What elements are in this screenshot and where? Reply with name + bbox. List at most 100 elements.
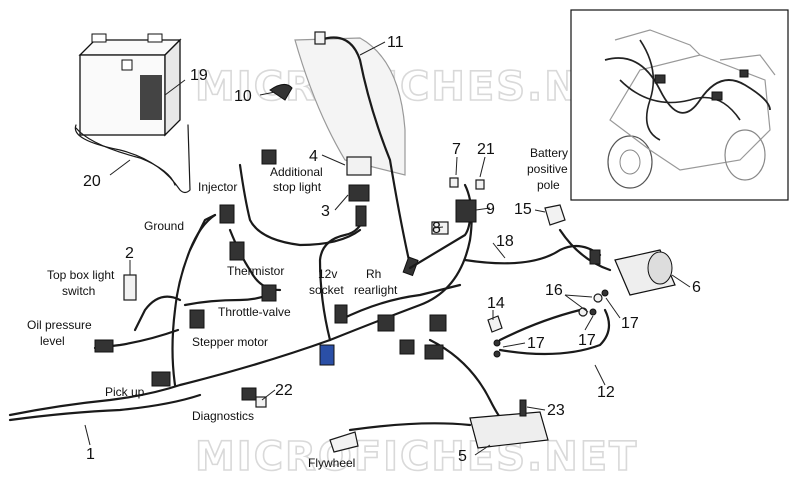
wire-battery-pole [558, 228, 612, 272]
label-17b: 17 [578, 332, 596, 349]
connectors [94, 149, 676, 453]
label-8: 8 [432, 220, 441, 237]
wire-injector [188, 213, 217, 252]
label-10: 10 [234, 88, 252, 105]
label-11: 11 [387, 34, 404, 51]
caption-injector: Injector [198, 180, 237, 194]
wire-16 [498, 308, 582, 342]
label-19: 19 [190, 67, 208, 84]
label-6: 6 [692, 279, 701, 296]
thermistor-plug [229, 241, 245, 261]
watermark-top: MICROFICHES.NET [195, 64, 638, 110]
starter-relay-cap [647, 251, 673, 285]
label-17a: 17 [621, 315, 639, 332]
label-14: 14 [487, 295, 505, 312]
washer-17c [493, 339, 501, 347]
plug-mid [429, 314, 447, 332]
caption-additional-stop-light-1: Additional [270, 165, 323, 179]
throttle-valve-plug [261, 284, 277, 302]
caption-12v-1: 12v [318, 267, 337, 281]
nut-17 [601, 289, 609, 297]
socket-12v-plug [334, 304, 348, 324]
label-23: 23 [547, 402, 565, 419]
label-12: 12 [597, 384, 615, 401]
label-21: 21 [477, 141, 495, 158]
wire-8 [408, 213, 472, 270]
oil-pressure-sensor [94, 339, 114, 353]
caption-additional-stop-light-2: stop light [273, 180, 322, 194]
rearlight-connector [402, 256, 419, 277]
wire-stop-light [238, 163, 362, 247]
label-20: 20 [83, 173, 101, 190]
caption-throttle-valve: Throttle-valve [218, 305, 291, 319]
bolt-23 [519, 399, 527, 417]
bulb-10 [269, 84, 293, 101]
pick-up-plug [151, 371, 171, 387]
fuse-7 [449, 177, 459, 188]
caption-top-box-2: switch [62, 284, 95, 298]
fuse-holder-9 [455, 199, 477, 223]
label-3: 3 [321, 203, 330, 220]
wire-12 [498, 308, 611, 356]
battery-cable-2 [75, 127, 176, 186]
wire-12v [318, 213, 367, 342]
clamp-8 [431, 221, 449, 235]
relay-4 [346, 156, 372, 176]
terminal-14 [487, 315, 503, 333]
label-15: 15 [514, 201, 532, 218]
caption-battery-pole-3: pole [537, 178, 560, 192]
wire-18 [463, 244, 602, 265]
starter-plug [589, 249, 601, 265]
label-22: 22 [275, 382, 293, 399]
caption-oil-pressure-2: level [40, 334, 65, 348]
diagnostics-cap-22 [255, 396, 267, 408]
label-4: 4 [309, 148, 318, 165]
wire-top-box [133, 295, 182, 332]
wire-rh-rearlight [338, 283, 462, 322]
caption-rh-rearlight-1: Rh [366, 267, 381, 281]
label-5: 5 [458, 448, 467, 465]
relay-socket-3 [348, 184, 370, 202]
label-9: 9 [486, 201, 495, 218]
regulator-5 [469, 411, 549, 449]
fuse-21 [475, 179, 485, 190]
top-box-switch [123, 274, 137, 301]
caption-pick-up: Pick up [105, 385, 145, 399]
plate-light-connector [314, 31, 326, 45]
harness-branch-left [8, 393, 202, 422]
relay-socket-base [355, 205, 367, 227]
caption-flywheel: Flywheel [308, 456, 355, 470]
rearlight-plug [377, 314, 395, 332]
caption-oil-pressure-1: Oil pressure [27, 318, 92, 332]
wire-oil-pressure [93, 328, 180, 350]
battery-clamp-15 [544, 204, 566, 226]
label-1: 1 [86, 446, 95, 463]
plug-low-2 [424, 344, 444, 360]
caption-battery-pole-2: positive [527, 162, 568, 176]
license-plate-bracket [294, 37, 406, 176]
wire-throttle [183, 293, 270, 307]
stop-light-plug [261, 149, 277, 165]
wire-11 [318, 36, 412, 267]
stepper-motor-plug [189, 309, 205, 329]
diagnostics-plug [241, 387, 257, 401]
nut-17c [493, 350, 501, 358]
flywheel-plug [329, 431, 359, 453]
label-17c: 17 [527, 335, 545, 352]
caption-ground: Ground [144, 219, 184, 233]
caption-top-box-1: Top box light [47, 268, 115, 282]
label-7: 7 [452, 141, 461, 158]
label-2: 2 [125, 245, 134, 262]
caption-thermistor: Thermistor [227, 264, 284, 278]
injector-plug [219, 204, 235, 224]
caption-12v-2: socket [309, 283, 344, 297]
caption-diagnostics: Diagnostics [192, 409, 254, 423]
washer-16b [578, 307, 588, 317]
wire-flywheel [348, 422, 472, 432]
plug-low [399, 339, 415, 355]
nut-17b [589, 308, 597, 316]
caption-stepper-motor: Stepper motor [192, 335, 268, 349]
label-16: 16 [545, 282, 563, 299]
